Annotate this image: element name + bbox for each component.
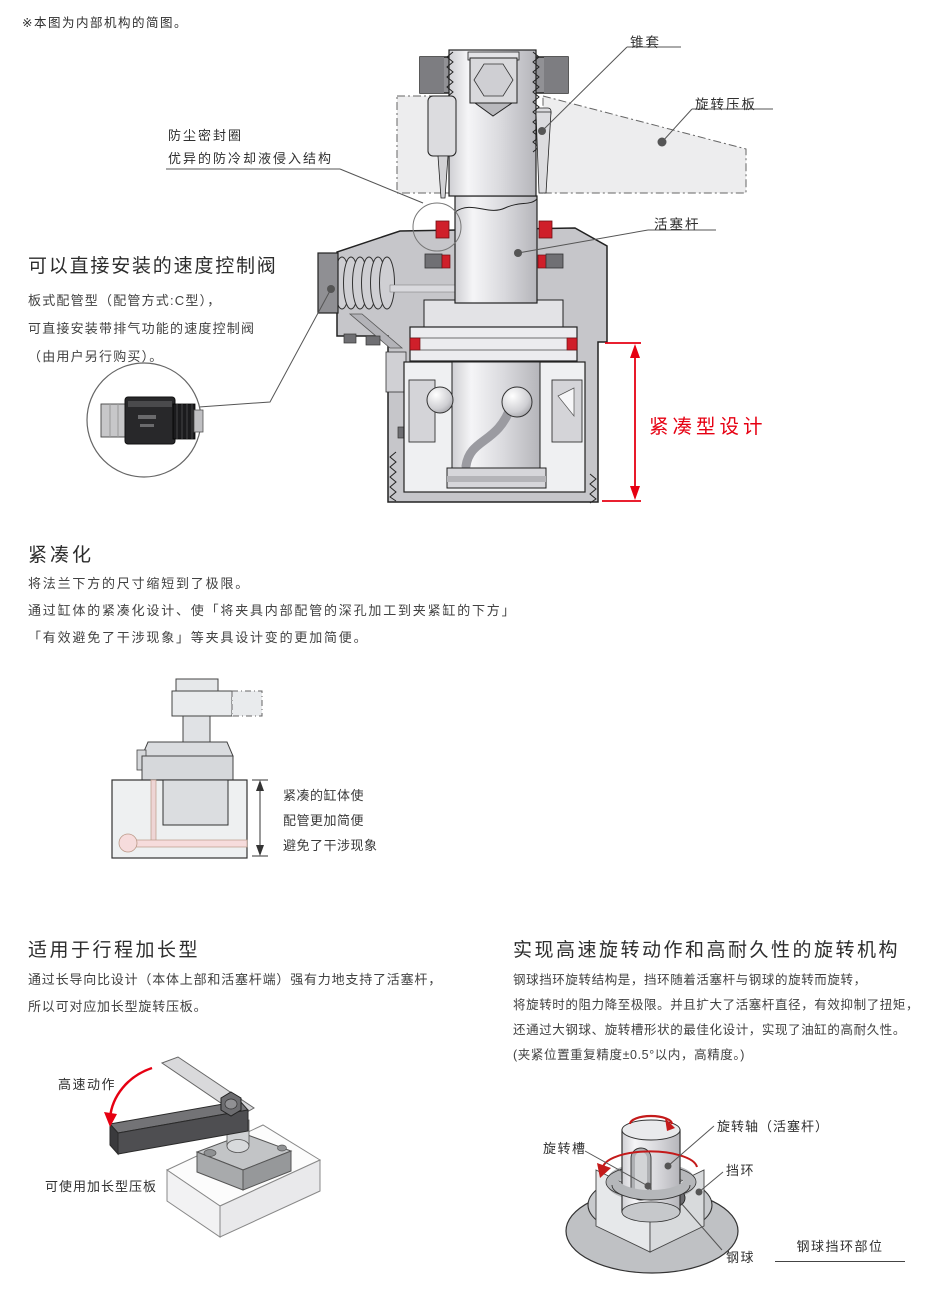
long-clamp-figure xyxy=(104,1056,322,1238)
piston-rod-shape xyxy=(419,49,569,304)
compact-fig-note: 紧凑的缸体使 xyxy=(283,788,365,803)
compact-body-figure xyxy=(111,678,268,859)
rotation-heading: 实现高速旋转动作和高耐久性的旋转机构 xyxy=(513,940,901,961)
label-rotation-groove: 旋转槽 xyxy=(543,1141,587,1156)
speed-valve-line: 板式配管型（配管方式:C型）， xyxy=(28,293,222,308)
rotation-line: 钢球挡环旋转结构是，挡环随着活塞杆与钢球的旋转而旋转， xyxy=(513,973,867,987)
long-clamp-arm-shape xyxy=(109,1100,249,1156)
dust-seal-shape xyxy=(412,202,564,269)
label-rotation-shaft: 旋转轴（活塞杆） xyxy=(717,1119,830,1134)
height-dimension-arrow xyxy=(252,779,268,857)
stroke-line: 通过长导向比设计（本体上部和活塞杆端）强有力地支持了活塞杆， xyxy=(28,972,443,987)
speed-valve-line: （由用户另行购买）。 xyxy=(28,349,164,364)
main-cross-section-figure xyxy=(86,46,773,504)
compact-dimension-arrow xyxy=(602,342,641,502)
compact-fig-note: 避免了干涉现象 xyxy=(283,838,378,853)
valve-port-plug-shape xyxy=(317,252,339,314)
label-dust-seal-1: 防尘密封圈 xyxy=(168,128,244,143)
speed-valve-line: 可直接安装带排气功能的速度控制阀 xyxy=(28,321,256,336)
label-cone-sleeve: 锥套 xyxy=(630,35,661,50)
label-piston-rod: 活塞杆 xyxy=(654,217,701,232)
cone-sleeve-shape xyxy=(427,95,552,199)
rotation-groove-shape xyxy=(461,401,516,471)
stroke-line: 所以可对应加长型旋转压板。 xyxy=(28,999,208,1014)
label-steel-ball: 钢球 xyxy=(726,1250,756,1265)
label-compact-design: 紧凑型设计 xyxy=(649,416,767,438)
page-note: ※本图为内部机构的简图。 xyxy=(22,16,188,30)
speed-valve-heading: 可以直接安装的速度控制阀 xyxy=(28,256,278,277)
label-retaining-ring: 挡环 xyxy=(726,1163,756,1178)
swing-arrow xyxy=(108,1066,153,1119)
label-dust-seal-2: 优异的防冷却液侵入结构 xyxy=(168,151,334,166)
compact-line: 「有效避免了干涉现象」等夹具设计变的更加简便。 xyxy=(28,630,369,645)
rotation-line: 还通过大钢球、旋转槽形状的最佳化设计，实现了油缸的高耐久性。 xyxy=(513,1023,907,1037)
hex-socket-bolt-shape xyxy=(467,51,520,117)
compact-fig-note: 配管更加简便 xyxy=(283,813,365,828)
leader-lines xyxy=(166,46,773,408)
steel-ball-shape xyxy=(501,386,533,418)
long-clamp-caption: 可使用加长型压板 xyxy=(45,1179,158,1194)
rotation-line: (夹紧位置重复精度±0.5°以内，高精度。) xyxy=(513,1048,746,1062)
speed-valve-photo xyxy=(86,362,204,478)
rotation-line: 将旋转时的阻力降至极限。并且扩大了活塞杆直径，有效抑制了扭矩， xyxy=(513,998,920,1012)
piston-flange-shape xyxy=(409,299,578,362)
compact-heading: 紧凑化 xyxy=(28,545,95,566)
label-high-speed: 高速动作 xyxy=(58,1077,117,1092)
ball-retainer-caption: 钢球挡环部位 xyxy=(775,1236,905,1262)
compact-line: 将法兰下方的尺寸缩短到了极限。 xyxy=(28,576,251,591)
compact-line: 通过缸体的紧凑化设计、使「将夹具内部配管的深孔加工到夹紧缸的下方」 xyxy=(28,603,517,618)
piston-cavity-shape xyxy=(403,361,586,493)
label-rotary-clamp: 旋转压板 xyxy=(695,97,757,112)
steel-ball-shape xyxy=(426,386,454,414)
ball-retainer-figure xyxy=(565,1114,739,1274)
leader-lines xyxy=(584,1125,724,1251)
stroke-heading: 适用于行程加长型 xyxy=(28,940,201,961)
rotation-shaft-shape xyxy=(621,1119,681,1223)
